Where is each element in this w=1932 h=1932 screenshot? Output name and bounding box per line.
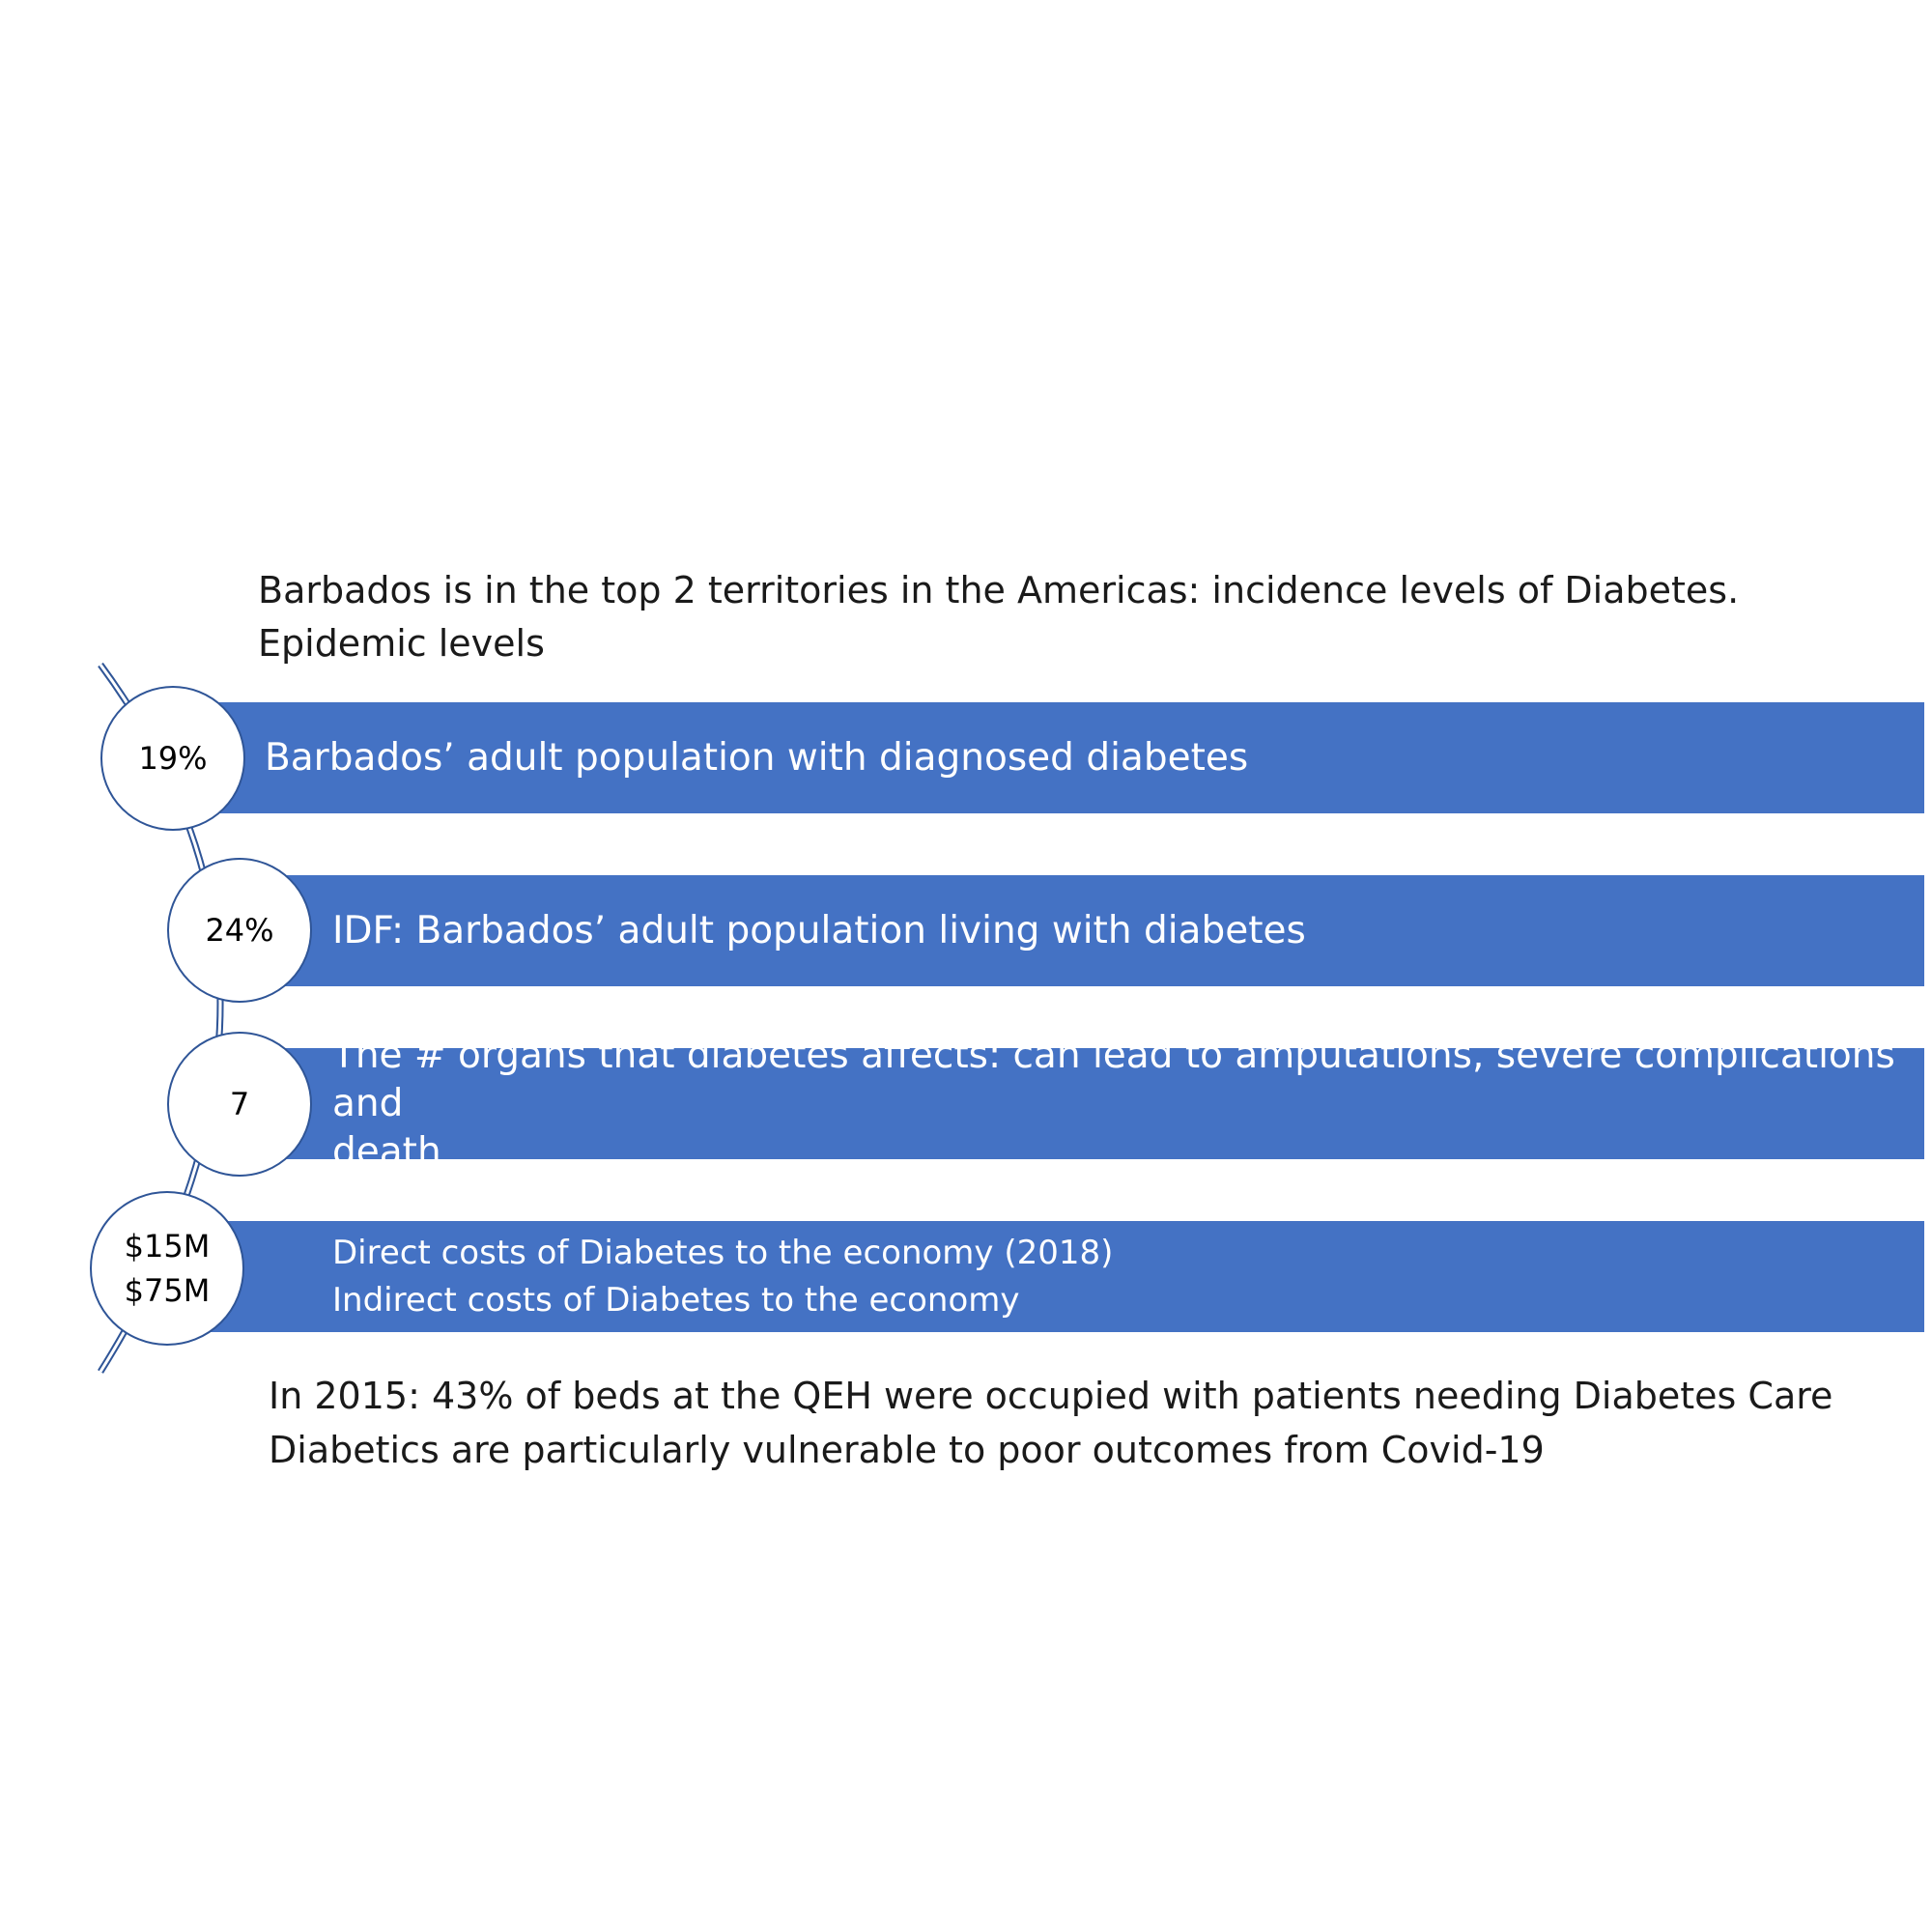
stat-label-4-line-2: Indirect costs of Diabetes to the econom… [332,1280,1020,1320]
stat-bar-1: Barbados’ adult population with diagnose… [203,702,1924,813]
stat-value-1: 19% [138,740,208,777]
stat-label-3-line-2: death [332,1129,441,1174]
stat-bar-4: Direct costs of Diabetes to the economy … [193,1221,1924,1332]
stat-value-4-line-1: $15M [124,1228,211,1264]
stat-circle-1: 19% [100,686,245,831]
stat-label-3: The # organs that diabetes affects: can … [332,1032,1924,1177]
outro-line-2: Diabetics are particularly vulnerable to… [269,1429,1545,1471]
stat-value-4-line-2: $75M [124,1272,211,1309]
stat-circle-4: $15M $75M [90,1191,244,1346]
stat-label-3-line-1: The # organs that diabetes affects: can … [332,1033,1895,1125]
stat-value-3: 7 [229,1086,250,1122]
stat-label-4: Direct costs of Diabetes to the economy … [332,1230,1113,1324]
stat-bar-2: IDF: Barbados’ adult population living w… [270,875,1924,986]
outro-text: In 2015: 43% of beds at the QEH were occ… [269,1369,1862,1477]
intro-line-1: Barbados is in the top 2 territories in … [258,569,1740,611]
stat-bar-3: The # organs that diabetes affects: can … [270,1034,1924,1174]
outro-line-1: In 2015: 43% of beds at the QEH were occ… [269,1375,1833,1417]
stat-circle-3: 7 [167,1032,312,1177]
stat-label-1: Barbados’ adult population with diagnose… [265,735,1249,780]
stat-circle-2: 24% [167,858,312,1003]
stat-label-2: IDF: Barbados’ adult population living w… [332,908,1306,952]
intro-text: Barbados is in the top 2 territories in … [258,564,1852,670]
stat-value-2: 24% [205,912,274,949]
stat-label-4-line-1: Direct costs of Diabetes to the economy … [332,1233,1114,1272]
intro-line-2: Epidemic levels [258,622,545,665]
